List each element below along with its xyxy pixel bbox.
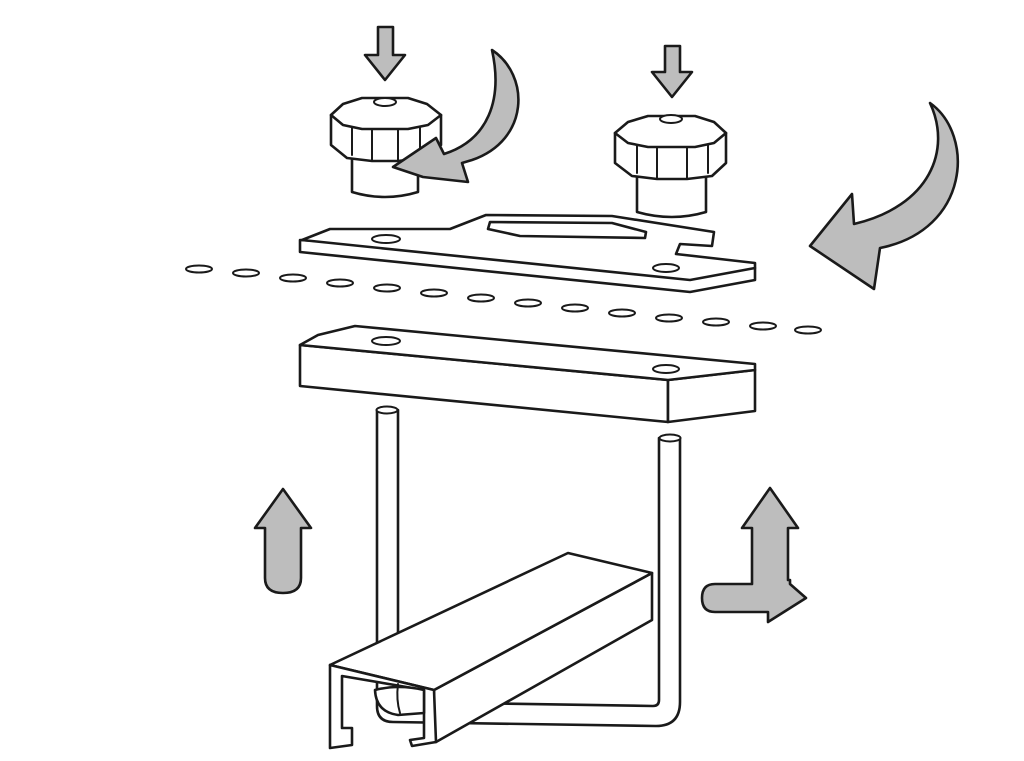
curved-arrow-icon xyxy=(808,101,959,291)
bent-arrow-icon xyxy=(700,486,808,624)
alignment-dashes xyxy=(185,264,822,335)
arrow-down-icon xyxy=(363,25,407,82)
spacer-block xyxy=(298,324,757,424)
top-plate xyxy=(298,213,757,294)
arrow-up-icon xyxy=(253,487,313,595)
curved-arrow-icon xyxy=(391,48,520,184)
arrow-down-icon xyxy=(650,44,694,99)
knob-right xyxy=(613,114,728,219)
rail xyxy=(328,551,654,750)
